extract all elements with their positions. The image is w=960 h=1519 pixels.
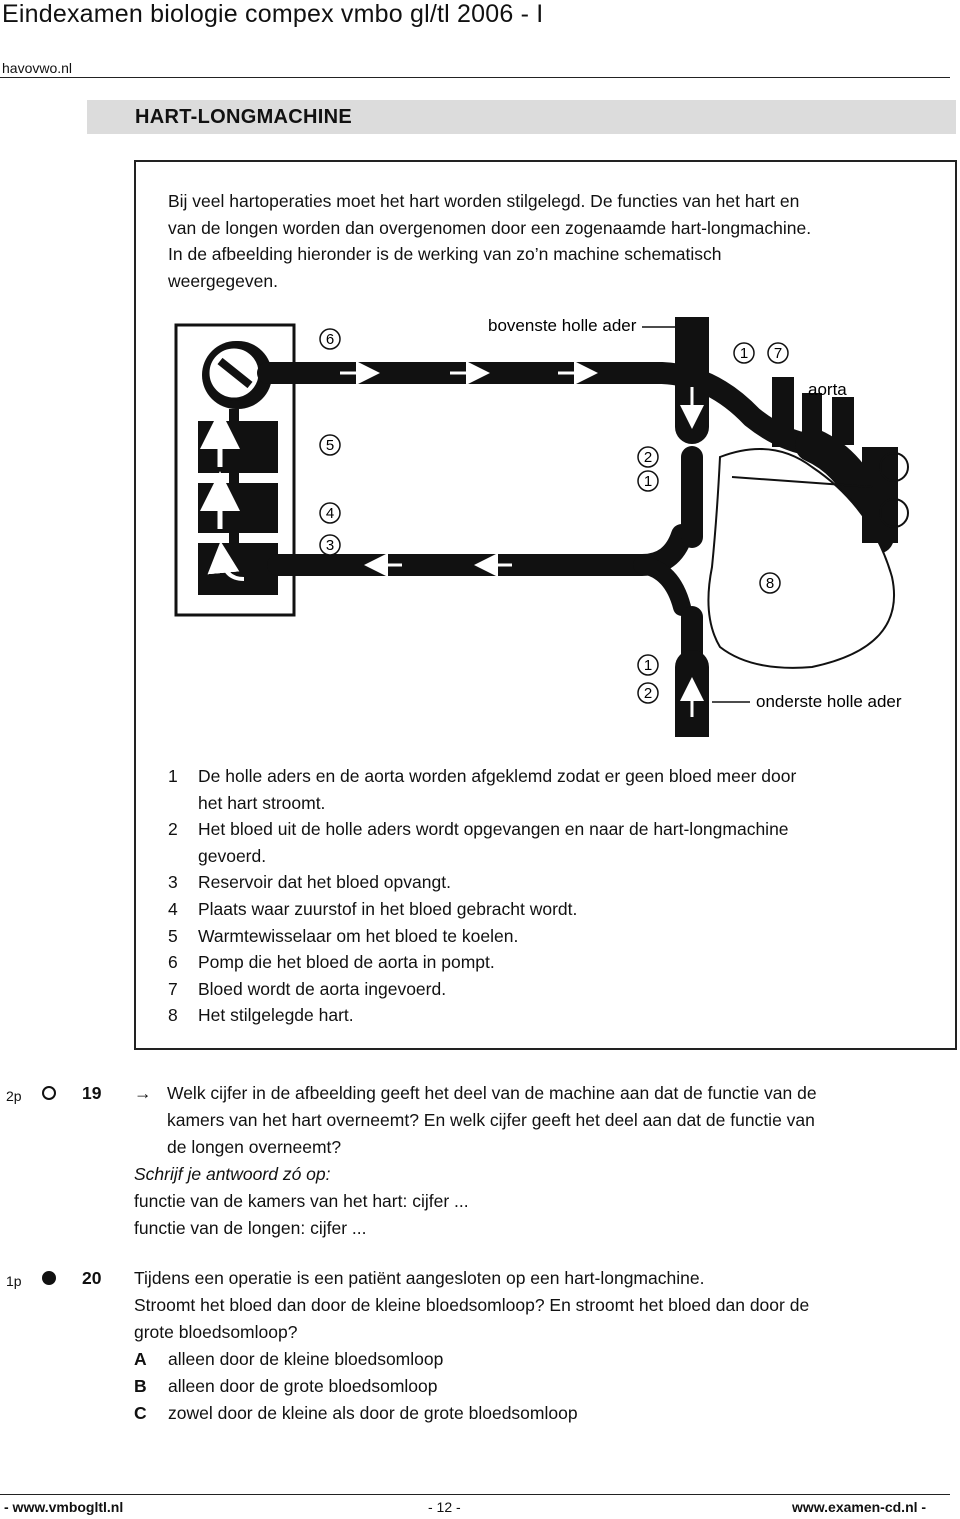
marker-2: 2 [637, 446, 659, 468]
marker-1: 1 [733, 342, 755, 364]
svg-text:5: 5 [326, 437, 334, 454]
svg-text:1: 1 [644, 657, 652, 674]
label-bottom-vein: onderste holle ader [756, 692, 902, 711]
header-rule [0, 77, 950, 78]
answer-instruction: Schrijf je antwoord zó op: [134, 1164, 331, 1184]
open-circle-icon [42, 1086, 56, 1100]
marker-7: 7 [767, 342, 789, 364]
question-text: Tijdens een operatie is een patiënt aang… [134, 1265, 809, 1427]
page-header-title: Eindexamen biologie compex vmbo gl/tl 20… [2, 0, 544, 28]
marker-6: 6 [319, 328, 341, 350]
answer-line: functie van de longen: cijfer ... [134, 1218, 367, 1238]
svg-text:2: 2 [644, 685, 652, 702]
page-number: - 12 - [428, 1499, 461, 1515]
marker-8: 8 [759, 572, 781, 594]
question-points: 2p [6, 1088, 22, 1104]
intro-line: van de longen worden dan overgenomen doo… [168, 217, 812, 238]
answer-format: Schrijf je antwoord zó op: functie van d… [134, 1161, 469, 1242]
question-19: 2p 19 → Welk cijfer in de afbeelding gee… [0, 1080, 960, 1250]
footer-left-link[interactable]: - www.vmbogltl.nl [4, 1499, 124, 1515]
svg-text:4: 4 [326, 505, 334, 522]
label-aorta: aorta [808, 380, 847, 399]
intro-line: In de afbeelding hieronder is de werking… [168, 244, 722, 264]
arrow-right-icon: → [134, 1083, 152, 1103]
svg-text:2: 2 [644, 449, 652, 466]
answer-line: functie van de kamers van het hart: cijf… [134, 1191, 469, 1211]
svg-text:1: 1 [740, 345, 748, 362]
heart-lung-machine-diagram: bovenste holle ader aorta onderste holle… [174, 317, 909, 737]
intro-line: Bij veel hartoperaties moet het hart wor… [168, 191, 800, 211]
marker-4: 4 [319, 502, 341, 524]
footer-rule [0, 1494, 950, 1495]
marker-1: 1 [637, 470, 659, 492]
marker-5: 5 [319, 434, 341, 456]
filled-circle-icon [42, 1271, 56, 1285]
clamp-icon [731, 452, 909, 528]
question-number: 20 [82, 1268, 102, 1288]
question-number: 19 [82, 1083, 102, 1103]
svg-text:7: 7 [774, 345, 782, 362]
question-20: 1p 20 Tijdens een operatie is een patiën… [0, 1265, 960, 1435]
svg-text:6: 6 [326, 331, 334, 348]
footer-right-link[interactable]: www.examen-cd.nl - [792, 1499, 927, 1515]
content-box: Bij veel hartoperaties moet het hart wor… [134, 160, 957, 1050]
marker-3: 3 [319, 534, 341, 556]
section-band: HART-LONGMACHINE [87, 100, 956, 134]
svg-text:8: 8 [766, 575, 774, 592]
header-site: havovwo.nl [2, 60, 73, 76]
svg-text:1: 1 [644, 473, 652, 490]
intro-text: Bij veel hartoperaties moet het hart wor… [168, 188, 928, 294]
intro-line: weergegeven. [168, 270, 278, 291]
flow-arrows [340, 361, 704, 717]
number-markers: 6 5 4 3 1 7 2 1 8 1 2 [319, 328, 789, 704]
question-points: 1p [6, 1273, 22, 1289]
marker-2: 2 [637, 682, 659, 704]
question-text: Welk cijfer in de afbeelding geeft het d… [167, 1083, 817, 1157]
label-top-vein: bovenste holle ader [488, 317, 637, 335]
marker-1: 1 [637, 654, 659, 676]
svg-text:3: 3 [326, 537, 334, 554]
heart-outline [707, 448, 896, 669]
section-title: HART-LONGMACHINE [135, 106, 353, 128]
